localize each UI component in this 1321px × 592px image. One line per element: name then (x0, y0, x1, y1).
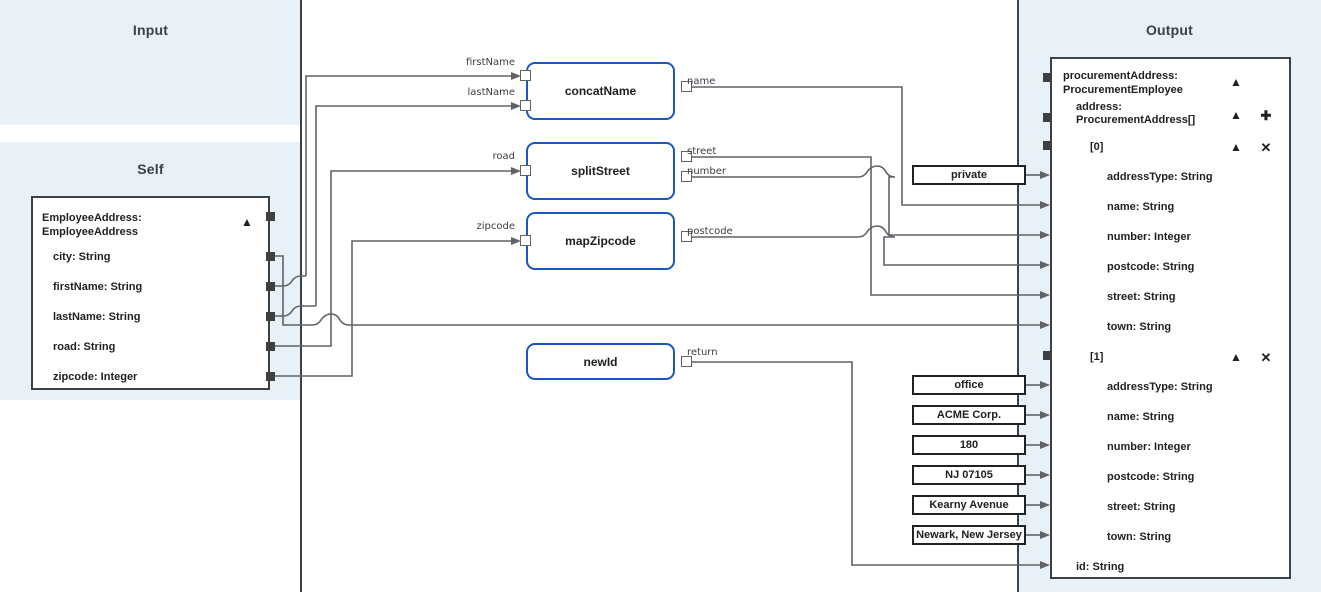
self-node[interactable]: EmployeeAddress: EmployeeAddress ▲ city:… (31, 196, 270, 390)
wire-label-return: return (687, 347, 718, 358)
output-collapse-index-1-chevron-up-icon[interactable]: ▲ (1230, 350, 1242, 364)
constant-box-kearny-avenue[interactable]: Kearny Avenue (912, 495, 1026, 515)
constant-value-office: office (954, 379, 984, 391)
output-row-procurementAddress[interactable]: procurementAddress: ProcurementEmployee (1063, 70, 1183, 96)
output-row-address[interactable]: address: ProcurementAddress[] (1076, 101, 1196, 126)
function-node-concatName-label: concatName (564, 84, 637, 98)
self-node-header: EmployeeAddress: EmployeeAddress (42, 212, 142, 238)
output-field-0-name[interactable]: name: String (1107, 201, 1175, 213)
function-node-splitStreet-label: splitStreet (571, 164, 630, 178)
output-port-procurementAddress[interactable] (1043, 73, 1052, 82)
output-field-1-town[interactable]: town: String (1107, 531, 1172, 543)
splitStreet-input-port-road[interactable] (520, 165, 531, 176)
constant-value-acme-corp: ACME Corp. (936, 409, 1002, 421)
constant-box-private[interactable]: private (912, 165, 1026, 185)
self-port-root[interactable] (266, 212, 275, 221)
constant-box-newark-new-jersey[interactable]: Newark, New Jersey (912, 525, 1026, 545)
concatName-output-port-name[interactable] (681, 81, 692, 92)
input-panel (0, 0, 301, 125)
function-node-newId[interactable]: newId (526, 343, 675, 380)
output-add-address-plus-icon[interactable]: ✚ (1260, 108, 1272, 123)
self-panel-title: Self (137, 161, 164, 177)
splitStreet-output-port-number[interactable] (681, 171, 692, 182)
wire-label-name: name (687, 76, 716, 87)
constant-value-newark-new-jersey: Newark, New Jersey (916, 529, 1022, 541)
output-field-0-addressType[interactable]: addressType: String (1107, 171, 1213, 183)
output-panel-title: Output (1145, 22, 1194, 38)
wire-label-number: number (687, 166, 727, 177)
constant-value-180: 180 (959, 439, 979, 451)
self-node-collapse-chevron-up-icon[interactable]: ▲ (241, 215, 253, 229)
constant-box-office[interactable]: office (912, 375, 1026, 395)
output-collapse-address-chevron-up-icon[interactable]: ▲ (1230, 108, 1242, 122)
output-field-0-number[interactable]: number: Integer (1107, 231, 1191, 243)
mapZipcode-output-port-postcode[interactable] (681, 231, 692, 242)
self-port-road[interactable] (266, 342, 275, 351)
constant-value-private: private (950, 169, 988, 181)
function-node-mapZipcode-label: mapZipcode (565, 234, 636, 248)
output-collapse-procurementAddress-chevron-up-icon[interactable]: ▲ (1230, 75, 1242, 89)
function-node-newId-label: newId (583, 354, 618, 369)
input-panel-divider (300, 0, 302, 592)
wire-label-street: street (687, 146, 717, 157)
self-port-zipcode[interactable] (266, 372, 275, 381)
wire-label-road: road (492, 151, 516, 162)
output-field-1-addressType[interactable]: addressType: String (1107, 381, 1213, 393)
wire-label-firstName: firstName (465, 57, 515, 68)
output-node[interactable]: procurementAddress: ProcurementEmployee … (1050, 57, 1291, 579)
self-field-zipcode[interactable]: zipcode: Integer (53, 371, 138, 383)
self-field-road[interactable]: road: String (53, 341, 116, 353)
constant-box-acme-corp[interactable]: ACME Corp. (912, 405, 1026, 425)
output-field-1-postcode[interactable]: postcode: String (1107, 471, 1195, 483)
self-field-lastName[interactable]: lastName: String (53, 311, 141, 323)
output-port-index-1[interactable] (1043, 351, 1052, 360)
function-node-mapZipcode[interactable]: mapZipcode (526, 212, 675, 270)
wire-label-postcode: postcode (687, 226, 733, 237)
mapZipcode-input-port-zipcode[interactable] (520, 235, 531, 246)
output-port-index-0[interactable] (1043, 141, 1052, 150)
output-collapse-index-0-chevron-up-icon[interactable]: ▲ (1230, 140, 1242, 154)
wire-label-zipcode: zipcode (476, 221, 516, 232)
output-field-0-street[interactable]: street: String (1107, 291, 1176, 303)
constant-value-kearny-avenue: Kearny Avenue (929, 499, 1009, 511)
constant-box-nj-07105[interactable]: NJ 07105 (912, 465, 1026, 485)
output-field-0-postcode[interactable]: postcode: String (1107, 261, 1195, 273)
output-field-id[interactable]: id: String (1076, 561, 1125, 573)
output-row-index-0[interactable]: [0] (1090, 141, 1104, 153)
self-port-lastName[interactable] (266, 312, 275, 321)
constant-value-nj-07105: NJ 07105 (945, 469, 993, 481)
output-port-address[interactable] (1043, 113, 1052, 122)
concatName-input-port-lastName[interactable] (520, 100, 531, 111)
output-field-1-street[interactable]: street: String (1107, 501, 1176, 513)
function-node-concatName[interactable]: concatName (526, 62, 675, 120)
function-node-splitStreet[interactable]: splitStreet (526, 142, 675, 200)
input-panel-title: Input (132, 22, 169, 38)
self-field-firstName[interactable]: firstName: String (53, 281, 143, 293)
constant-box-180[interactable]: 180 (912, 435, 1026, 455)
output-field-0-town[interactable]: town: String (1107, 321, 1172, 333)
output-remove-index-0-close-icon[interactable]: ✕ (1260, 140, 1272, 155)
output-remove-index-1-close-icon[interactable]: ✕ (1260, 350, 1272, 365)
output-row-index-1[interactable]: [1] (1090, 351, 1104, 363)
output-field-1-name[interactable]: name: String (1107, 411, 1175, 423)
output-field-1-number[interactable]: number: Integer (1107, 441, 1191, 453)
splitStreet-output-port-street[interactable] (681, 151, 692, 162)
concatName-input-port-firstName[interactable] (520, 70, 531, 81)
self-port-city[interactable] (266, 252, 275, 261)
self-field-city[interactable]: city: String (53, 251, 111, 263)
wire-label-lastName: lastName (467, 87, 515, 98)
newId-output-port-return[interactable] (681, 356, 692, 367)
self-port-firstName[interactable] (266, 282, 275, 291)
